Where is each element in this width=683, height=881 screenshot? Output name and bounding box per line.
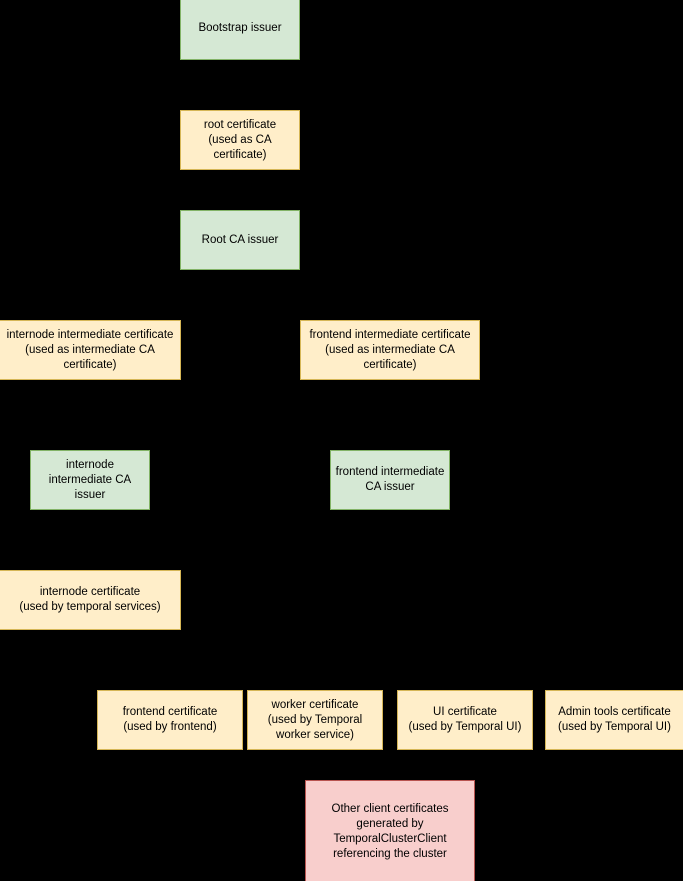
node-admin-tools-certificate[interactable]: Admin tools certificate (used by Tempora… — [545, 690, 683, 750]
edge-root-ca-to-internode-intermediate — [90, 295, 91, 320]
node-frontend-intermediate-ca-issuer[interactable]: frontend intermediate CA issuer — [330, 450, 450, 510]
edge-frontend-issuer-stem — [390, 510, 391, 665]
edge-bootstrap-to-root-certificate — [239, 60, 240, 110]
node-label: Other client certificates generated by T… — [331, 803, 449, 860]
node-frontend-certificate[interactable]: frontend certificate (used by frontend) — [97, 690, 243, 750]
node-label: Root CA issuer — [201, 233, 279, 246]
edge-root-ca-issuer-bus — [90, 295, 390, 296]
node-label: frontend intermediate CA issuer — [335, 466, 445, 493]
node-label: internode intermediate certificate (used… — [6, 328, 174, 371]
node-label: Admin tools certificate (used by Tempora… — [558, 706, 671, 733]
edge-internode-intermediate-to-issuer — [90, 380, 91, 450]
node-label: frontend intermediate certificate (used … — [309, 328, 471, 371]
edge-frontend-intermediate-to-issuer — [390, 380, 391, 450]
edge-to-worker-certificate — [315, 665, 316, 690]
node-label: Bootstrap issuer — [198, 22, 282, 34]
node-internode-intermediate-certificate[interactable]: internode intermediate certificate (used… — [0, 320, 181, 380]
node-internode-certificate[interactable]: internode certificate (used by temporal … — [0, 570, 181, 630]
node-bootstrap-issuer[interactable]: Bootstrap issuer — [180, 0, 300, 60]
node-label: worker certificate (used by Temporal wor… — [267, 698, 363, 741]
node-label: internode intermediate CA issuer — [48, 458, 132, 501]
node-other-client-certificates[interactable]: Other client certificates generated by T… — [305, 780, 475, 881]
edge-to-frontend-certificate — [170, 665, 171, 690]
edge-frontend-issuer-bus — [170, 665, 615, 666]
node-root-certificate[interactable]: root certificate (used as CA certificate… — [180, 110, 300, 170]
node-worker-certificate[interactable]: worker certificate (used by Temporal wor… — [247, 690, 383, 750]
node-label: root certificate (used as CA certificate… — [203, 118, 277, 161]
node-ui-certificate[interactable]: UI certificate (used by Temporal UI) — [397, 690, 533, 750]
node-label: internode certificate (used by temporal … — [19, 586, 161, 613]
edge-to-other-client-certificates — [390, 750, 391, 780]
edge-root-certificate-to-root-ca-issuer — [239, 170, 240, 210]
node-root-ca-issuer[interactable]: Root CA issuer — [180, 210, 300, 270]
edge-root-ca-issuer-stem — [239, 270, 240, 295]
edge-to-admin-tools-certificate — [614, 665, 615, 690]
edge-root-ca-to-frontend-intermediate — [390, 295, 391, 320]
edge-to-ui-certificate — [465, 665, 466, 690]
edge-internode-issuer-to-certificate — [90, 510, 91, 570]
node-label: UI certificate (used by Temporal UI) — [408, 706, 522, 733]
node-frontend-intermediate-certificate[interactable]: frontend intermediate certificate (used … — [300, 320, 480, 380]
node-label: frontend certificate (used by frontend) — [122, 706, 218, 733]
node-internode-intermediate-ca-issuer[interactable]: internode intermediate CA issuer — [30, 450, 150, 510]
